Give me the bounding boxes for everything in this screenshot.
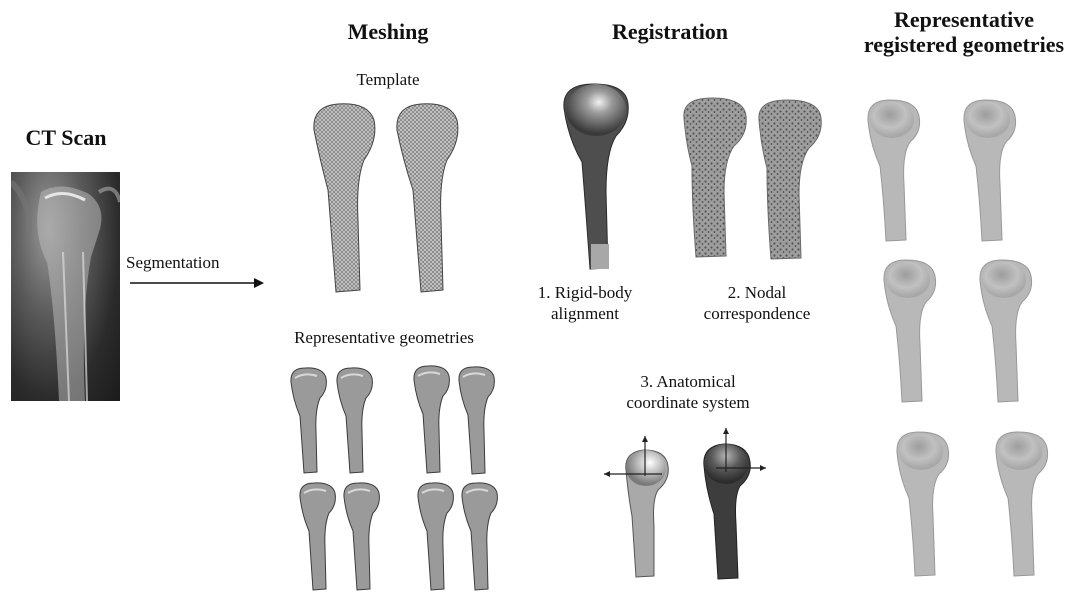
ct-scan-image <box>11 172 120 401</box>
representative-bone-1 <box>287 366 331 474</box>
registered-geometries-heading: Representative registered geometries <box>846 8 1082 57</box>
registered-bone-3 <box>880 258 944 404</box>
registered-heading-line-1: Representative <box>846 8 1082 33</box>
representative-geometries-label: Representative geometries <box>258 328 510 349</box>
ct-scan-heading: CT Scan <box>10 126 122 151</box>
template-label: Template <box>330 70 446 91</box>
nodal-label-line-2: correspondence <box>684 304 830 325</box>
registered-bone-4 <box>976 258 1040 404</box>
registered-bone-6 <box>992 430 1056 578</box>
rigid-body-label-line-1: 1. Rigid-body <box>522 283 648 304</box>
anatomical-bone-light <box>602 436 682 582</box>
anatomical-coordinate-system-label: 3. Anatomical coordinate system <box>598 372 778 413</box>
nodal-correspondence-bone-2 <box>755 98 825 260</box>
registered-bone-5 <box>893 430 957 578</box>
representative-bone-6 <box>340 481 384 591</box>
registered-bone-2 <box>960 98 1024 243</box>
rigid-body-aligned-bone <box>560 82 632 270</box>
segmentation-arrow <box>130 276 265 290</box>
nodal-correspondence-label: 2. Nodal correspondence <box>684 283 830 324</box>
registered-heading-line-2: registered geometries <box>846 33 1082 58</box>
representative-bone-4 <box>455 365 499 475</box>
anatomical-label-line-2: coordinate system <box>598 393 778 414</box>
anatomical-label-line-1: 3. Anatomical <box>598 372 778 393</box>
template-mesh-bone-1 <box>306 100 386 295</box>
ct-scan-bone-outline <box>11 172 120 401</box>
representative-bone-5 <box>296 481 340 591</box>
nodal-correspondence-bone-1 <box>680 96 750 258</box>
nodal-label-line-1: 2. Nodal <box>684 283 830 304</box>
registered-bone-1 <box>864 98 928 243</box>
representative-bone-3 <box>410 364 454 474</box>
representative-bone-7 <box>414 481 458 591</box>
anatomical-bone-dark <box>696 428 776 582</box>
rigid-body-alignment-label: 1. Rigid-body alignment <box>522 283 648 324</box>
template-mesh-bone-2 <box>389 100 469 295</box>
meshing-heading: Meshing <box>318 20 458 45</box>
representative-bone-8 <box>458 481 502 591</box>
segmentation-label: Segmentation <box>126 253 258 274</box>
registration-heading: Registration <box>580 20 760 45</box>
representative-bone-2 <box>333 366 377 474</box>
rigid-body-label-line-2: alignment <box>522 304 648 325</box>
